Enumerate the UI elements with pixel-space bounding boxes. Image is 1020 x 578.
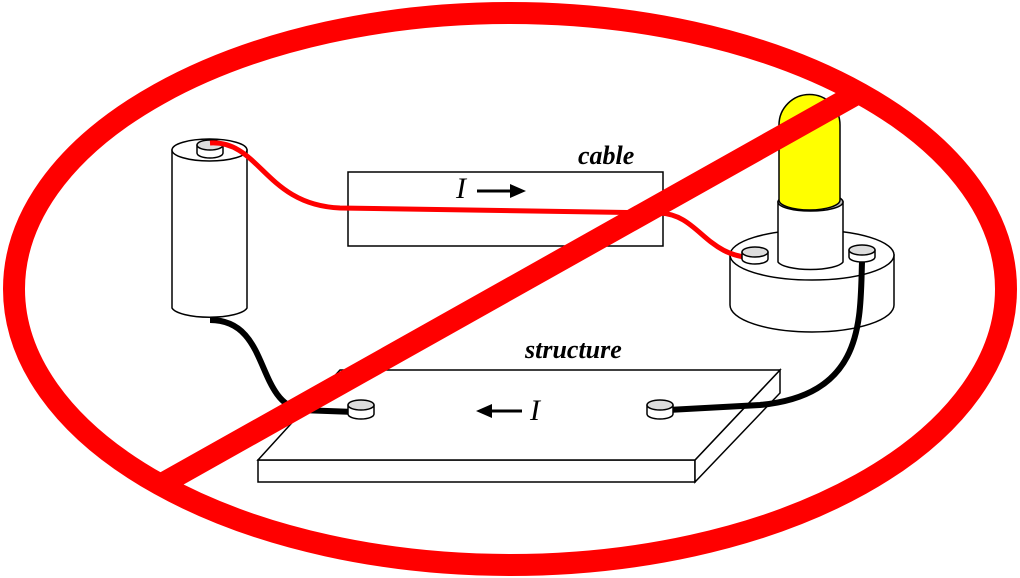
current-label-cable: I <box>455 172 468 205</box>
prohibition-sign <box>3 2 1017 576</box>
arrow-left-icon <box>476 404 522 418</box>
cable-label: cable <box>578 141 634 170</box>
battery <box>171 138 248 318</box>
negative-wire-bulb <box>667 261 865 413</box>
terminal <box>848 244 876 263</box>
terminal <box>646 399 674 420</box>
positive-wire <box>209 140 758 261</box>
current-label-structure: I <box>529 394 542 427</box>
terminal <box>347 399 375 420</box>
arrow-right-icon <box>477 184 526 198</box>
structure-label: structure <box>524 335 622 364</box>
structure-plate <box>256 368 782 484</box>
terminal <box>741 246 769 265</box>
